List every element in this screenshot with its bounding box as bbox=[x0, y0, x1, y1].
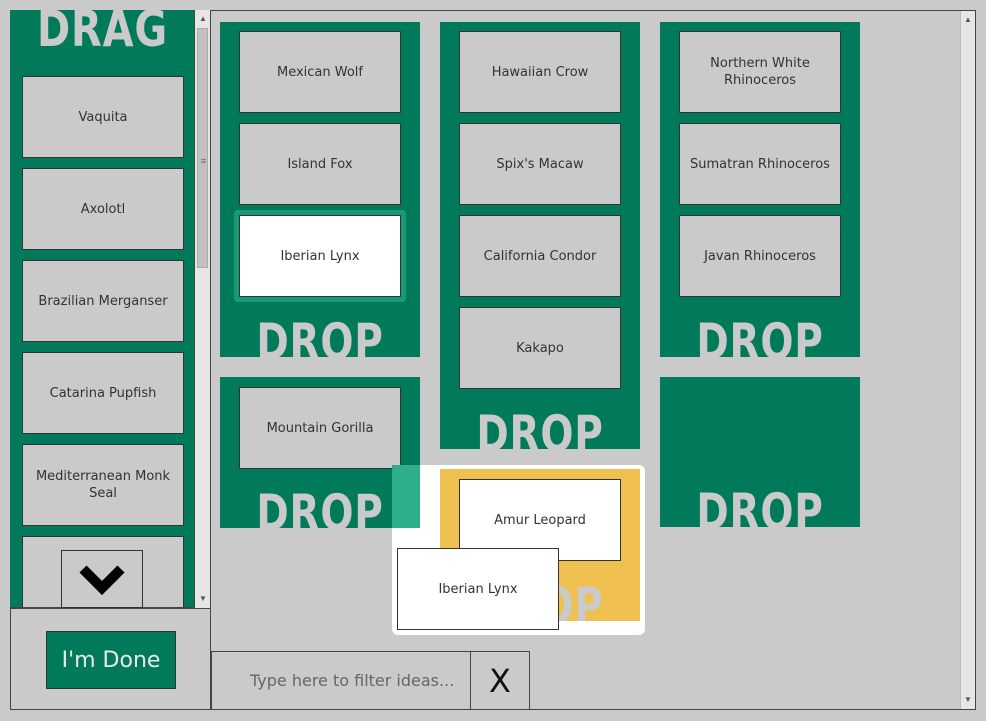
drag-title: DRAG bbox=[37, 10, 168, 58]
done-button[interactable]: I'm Done bbox=[46, 631, 176, 689]
drop-zone[interactable]: DROP bbox=[660, 377, 860, 527]
idea-card[interactable]: Catarina Pupfish bbox=[22, 352, 184, 434]
drop-label: DROP bbox=[696, 313, 824, 357]
drop-label: DROP bbox=[256, 313, 384, 357]
scroll-down-arrow-icon[interactable]: ▼ bbox=[964, 695, 972, 704]
chevron-down-icon bbox=[79, 565, 125, 596]
clear-filter-button[interactable]: X bbox=[470, 651, 530, 710]
idea-card[interactable]: Mexican Wolf bbox=[239, 31, 401, 113]
dragging-card[interactable]: Iberian Lynx bbox=[397, 548, 559, 630]
idea-card[interactable]: Vaquita bbox=[22, 76, 184, 158]
idea-card[interactable]: Island Fox bbox=[239, 123, 401, 205]
page-scrollbar[interactable]: ▲ ▼ bbox=[960, 11, 975, 709]
idea-card[interactable]: Spix's Macaw bbox=[459, 123, 621, 205]
idea-card[interactable]: Mediterranean Monk Seal bbox=[22, 444, 184, 526]
drag-panel-scrollbar[interactable]: ▲ ≡ ▼ bbox=[195, 10, 211, 608]
scroll-down-arrow-icon[interactable]: ▼ bbox=[199, 594, 207, 603]
idea-card[interactable]: Northern White Rhinoceros bbox=[679, 31, 841, 113]
drop-label: DROP bbox=[696, 483, 824, 527]
idea-card[interactable]: Mountain Gorilla bbox=[239, 387, 401, 469]
idea-card[interactable]: Kakapo bbox=[459, 307, 621, 389]
scrollbar-thumb[interactable]: ≡ bbox=[197, 28, 208, 268]
idea-card[interactable]: Javan Rhinoceros bbox=[679, 215, 841, 297]
idea-card[interactable]: Amur Leopard bbox=[459, 479, 621, 561]
scroll-down-button[interactable] bbox=[61, 550, 143, 608]
idea-card[interactable]: Brazilian Merganser bbox=[22, 260, 184, 342]
drop-label: DROP bbox=[256, 484, 384, 528]
done-area: I'm Done bbox=[10, 608, 211, 710]
scroll-up-arrow-icon[interactable]: ▲ bbox=[964, 15, 972, 24]
filter-input[interactable]: Type here to filter ideas... bbox=[211, 651, 471, 710]
scroll-up-arrow-icon[interactable]: ▲ bbox=[199, 14, 207, 23]
grip-icon: ≡ bbox=[200, 156, 207, 166]
idea-card[interactable]: Axolotl bbox=[22, 168, 184, 250]
drop-label: DROP bbox=[476, 405, 604, 449]
idea-card[interactable]: Sumatran Rhinoceros bbox=[679, 123, 841, 205]
drag-panel[interactable]: DRAG Vaquita Axolotl Brazilian Merganser… bbox=[10, 10, 195, 608]
idea-card-placeholder[interactable]: Iberian Lynx bbox=[239, 215, 401, 297]
drag-ghost-edge bbox=[392, 465, 420, 528]
idea-card[interactable]: California Condor bbox=[459, 215, 621, 297]
idea-card[interactable]: Hawaiian Crow bbox=[459, 31, 621, 113]
